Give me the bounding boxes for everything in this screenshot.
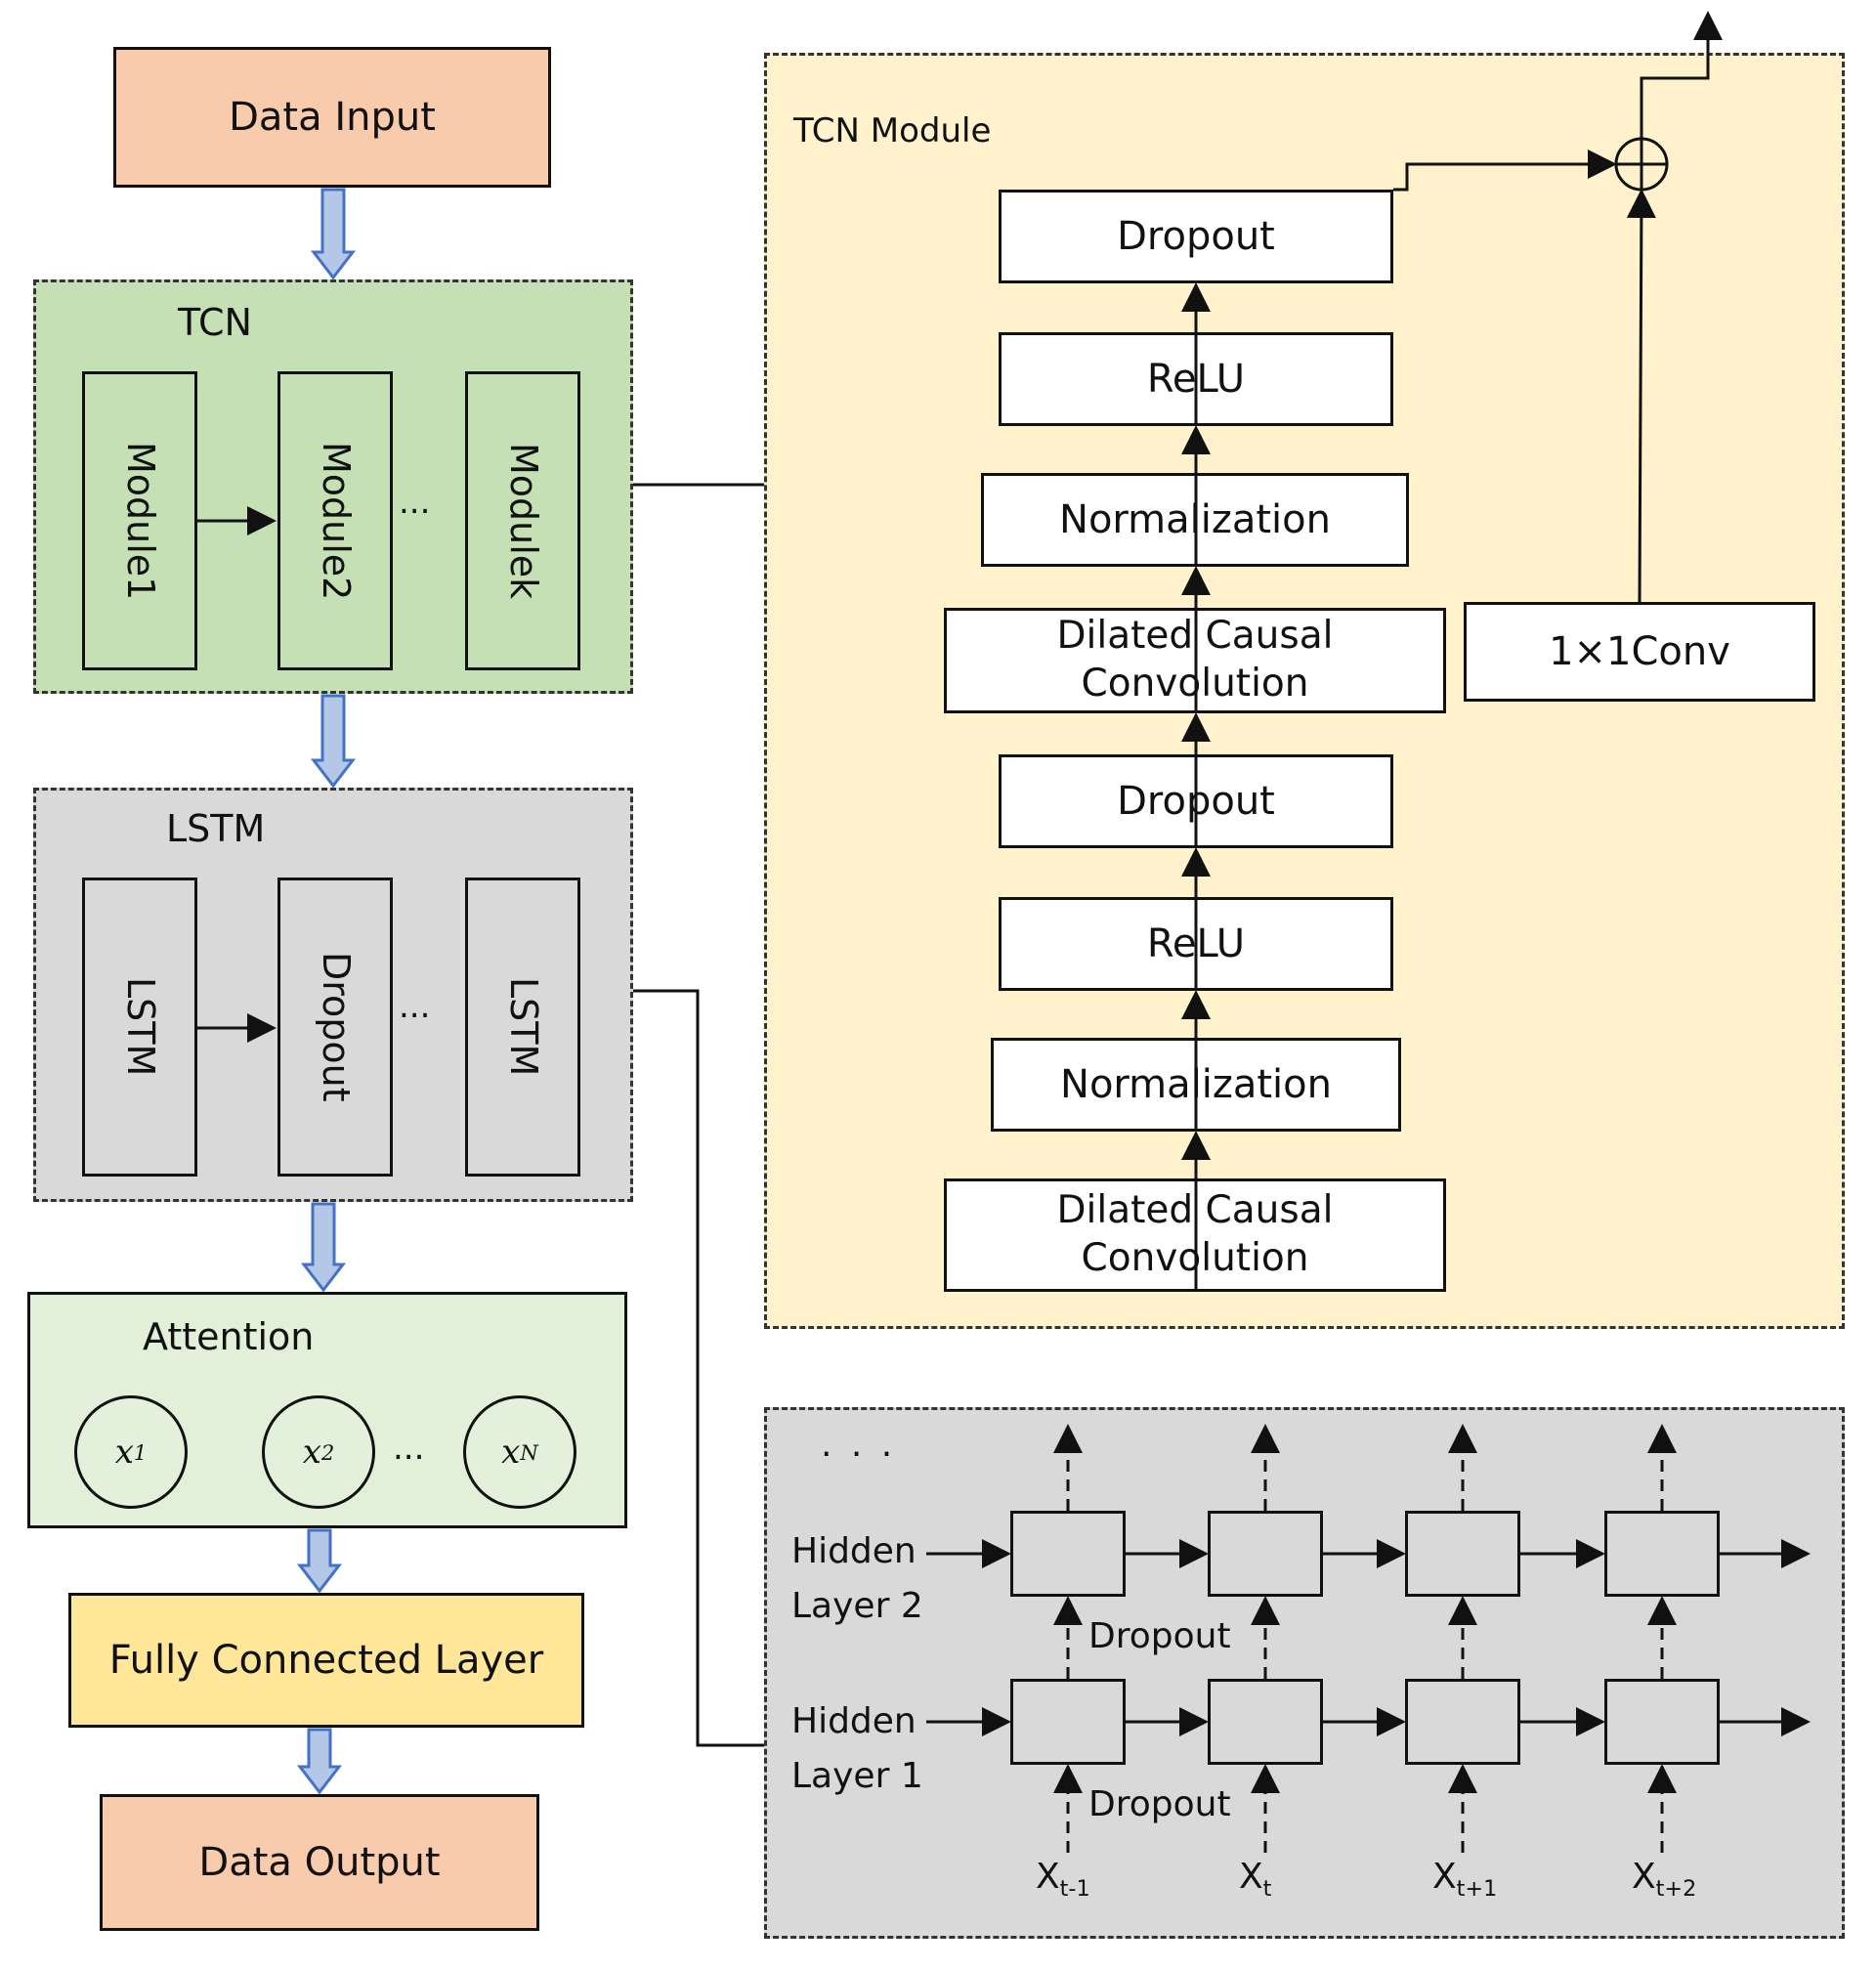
hidden1-cell <box>1604 1679 1720 1765</box>
lstm-dropout-module: Dropout <box>277 878 393 1177</box>
block-arrow-attention-to-fc <box>296 1528 343 1594</box>
block-arrow-fc-to-output <box>296 1728 343 1795</box>
attention-ellipsis: ... <box>393 1429 425 1468</box>
tcn-module-title: TCN Module <box>793 111 992 150</box>
lstm-module-n: LSTM <box>465 878 580 1177</box>
block-arrow-lstm-to-attention <box>300 1202 347 1293</box>
hidden1-cell <box>1405 1679 1520 1765</box>
lstm-detail-container <box>764 1407 1845 1939</box>
data-input-box: Data Input <box>113 47 551 188</box>
data-input-label: Data Input <box>229 95 436 140</box>
connector-lstm-to-detail <box>633 989 764 1747</box>
tcn-module-2: Module2 <box>277 371 393 670</box>
tcn-module-1: Module1 <box>82 371 197 670</box>
lstm-module-1: LSTM <box>82 878 197 1177</box>
arrow-dropout-to-sum <box>1393 150 1617 192</box>
input-x-t-plus-2: Xt+2 <box>1632 1857 1697 1903</box>
hidden1-cell <box>1208 1679 1323 1765</box>
block-arrow-tcn-to-lstm <box>310 694 357 789</box>
lstm-detail-ellipsis: . . . <box>821 1425 897 1465</box>
hidden2-cell <box>1405 1511 1520 1597</box>
data-output-box: Data Output <box>100 1794 539 1931</box>
block-arrow-input-to-tcn <box>310 188 357 280</box>
dropout-label-top: Dropout <box>1088 1616 1231 1656</box>
fully-connected-layer-box: Fully Connected Layer <box>68 1593 584 1728</box>
tcn-title: TCN <box>178 301 252 344</box>
arrow-sum-output <box>1640 11 1723 139</box>
input-x-t-plus-1: Xt+1 <box>1432 1857 1498 1903</box>
arrow-conv-to-sum <box>1626 189 1656 603</box>
hidden1-cell <box>1010 1679 1126 1765</box>
lstm-ellipsis: ... <box>399 987 431 1026</box>
lstm-title: LSTM <box>166 807 266 850</box>
tcn-module-k: Modulek <box>465 371 580 670</box>
hidden2-cell <box>1010 1511 1126 1597</box>
tcn-layer-dropout-2: Dropout <box>999 190 1393 283</box>
attention-title: Attention <box>143 1315 315 1358</box>
dropout-label-bottom: Dropout <box>1088 1784 1231 1824</box>
conv-1x1-box: 1×1Conv <box>1464 602 1815 702</box>
hidden2-cell <box>1604 1511 1720 1597</box>
hidden2-cell <box>1208 1511 1323 1597</box>
input-x-t-minus-1: Xt-1 <box>1036 1857 1090 1903</box>
tcn-ellipsis: ... <box>399 483 431 522</box>
input-x-t: Xt <box>1239 1857 1272 1903</box>
